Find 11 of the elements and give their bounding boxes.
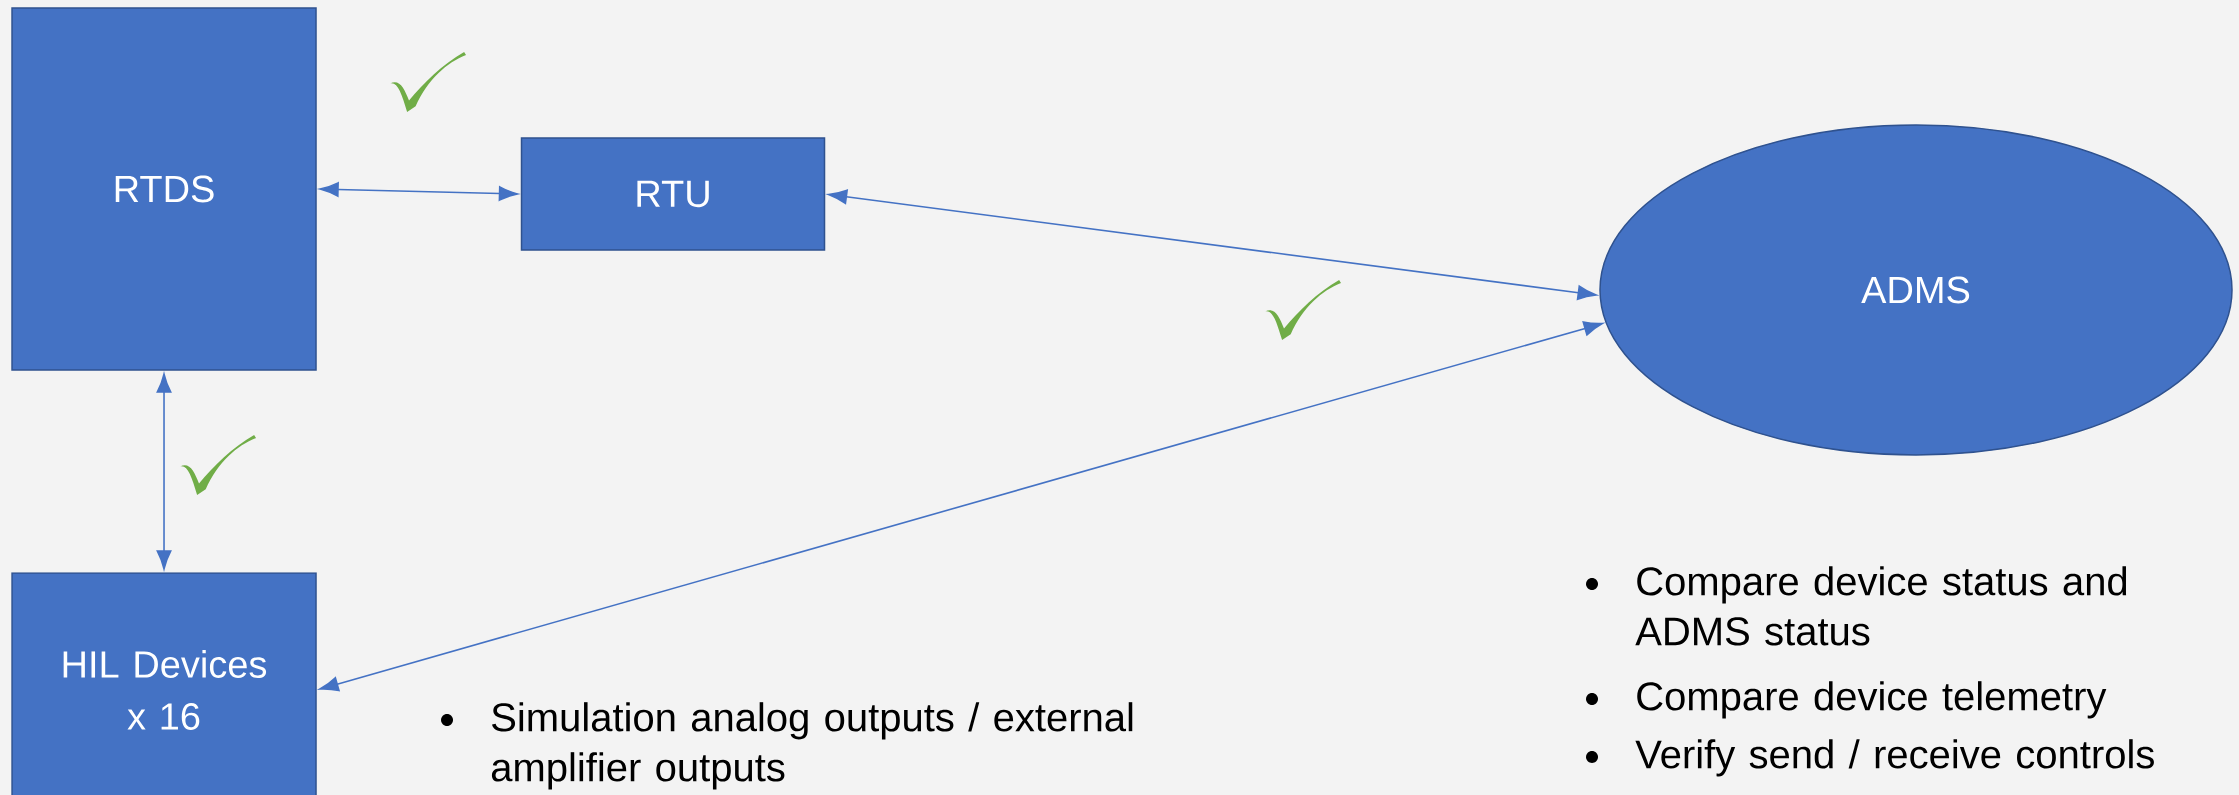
process-box: HIL Devices x 16 (11, 572, 317, 795)
arrow (319, 182, 519, 201)
bullet-item: Compare device status and ADMS status (1586, 566, 2127, 646)
bullet-item: Verify send / receive controls (1586, 739, 2154, 777)
process-box: RTDS (11, 7, 317, 371)
arrow (156, 373, 172, 570)
bullet-item: Simulation analog outputs / external amplifier outputs (441, 702, 1133, 790)
arrow (319, 321, 1603, 692)
arrow (827, 189, 1597, 301)
bullet-item: Compare device telemetry (1586, 681, 2107, 719)
process-box: RTU (520, 137, 826, 251)
